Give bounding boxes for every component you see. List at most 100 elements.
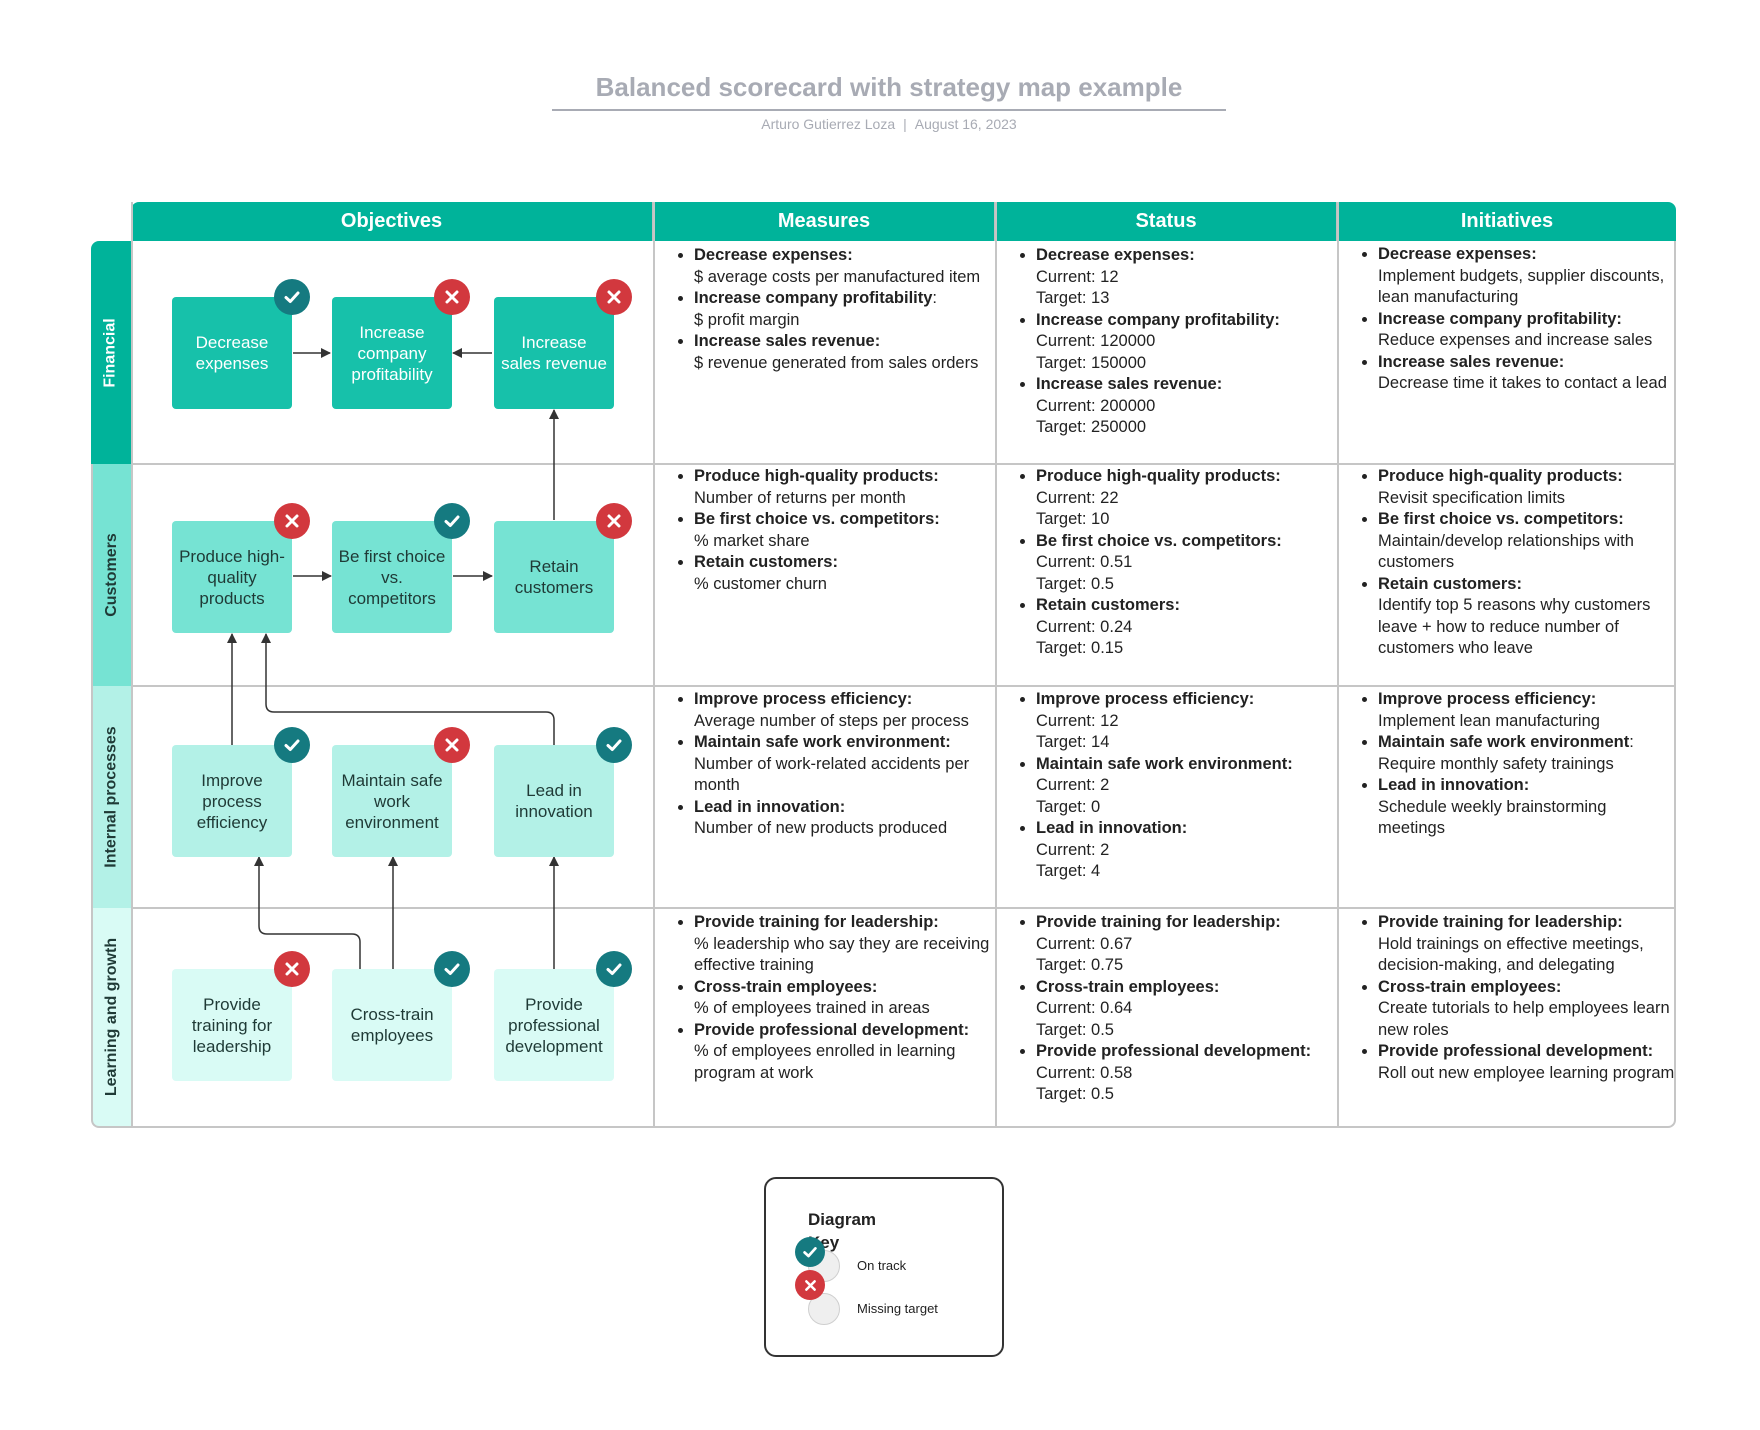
column-divider bbox=[131, 202, 133, 1128]
target-value: Target: 0.5 bbox=[1036, 574, 1114, 593]
target-value: Target: 250000 bbox=[1036, 418, 1147, 436]
status-customers: Produce high-quality products:Current: 2… bbox=[1011, 466, 1337, 660]
item-heading: Produce high-quality products: bbox=[1378, 467, 1623, 485]
list-item: Increase company profitability: Reduce ex… bbox=[1378, 309, 1675, 352]
list-item: Cross-train employees:Create tutorials t… bbox=[1378, 977, 1675, 1042]
objective-label: Decrease expenses bbox=[195, 333, 269, 373]
x-icon bbox=[804, 1279, 816, 1291]
objective-improve-process-efficiency[interactable]: Improve process efficiency bbox=[172, 745, 292, 857]
item-text: Reduce expenses and increase sales bbox=[1378, 331, 1653, 349]
item-heading: Retain customers: bbox=[1378, 574, 1522, 593]
on-track-badge bbox=[274, 279, 310, 315]
item-heading: Increase sales revenue: bbox=[694, 332, 881, 350]
list-item: Provide professional development:% of em… bbox=[694, 1020, 999, 1085]
objective-produce-high-quality-products[interactable]: Produce high-quality products bbox=[172, 521, 292, 633]
objective-increase-company-profitability[interactable]: Increase company profitability bbox=[332, 297, 452, 409]
objective-decrease-expenses[interactable]: Decrease expenses bbox=[172, 297, 292, 409]
key-label-on-track: On track bbox=[857, 1258, 907, 1273]
target-value: Target: 0.15 bbox=[1036, 639, 1124, 657]
item-heading: Be first choice vs. competitors: bbox=[1378, 510, 1624, 528]
item-heading: Be first choice vs. competitors: bbox=[694, 510, 940, 528]
item-text: Revisit specification limits bbox=[1378, 488, 1566, 507]
objective-provide-training-for-leadership[interactable]: Provide training for leadership bbox=[172, 969, 292, 1081]
page-title: Balanced scorecard with strategy map exa… bbox=[552, 72, 1226, 111]
target-value: Target: 14 bbox=[1036, 733, 1110, 751]
current-value: Current: 0.51 bbox=[1036, 553, 1133, 571]
list-item: Lead in innovation:Schedule weekly brain… bbox=[1378, 775, 1675, 840]
lane-learning-and-growth: Learning and growth bbox=[91, 908, 131, 1128]
objective-label: Improve process efficiency bbox=[196, 770, 268, 832]
lane-customers: Customers bbox=[91, 464, 131, 686]
objective-increase-sales-revenue[interactable]: Increase sales revenue bbox=[494, 297, 614, 409]
objective-maintain-safe-work-environment[interactable]: Maintain safe work environment bbox=[332, 745, 452, 857]
objective-label: Retain customers bbox=[514, 557, 594, 597]
lane-financial: Financial bbox=[91, 241, 131, 464]
item-text: Number of work-related accidents per mon… bbox=[694, 754, 970, 795]
column-divider bbox=[653, 202, 655, 1128]
item-heading: Decrease expenses: bbox=[694, 246, 853, 264]
item-text: Number of new products produced bbox=[694, 819, 948, 837]
list-item: Improve process efficiency:Implement lea… bbox=[1378, 689, 1675, 732]
list-item: Decrease expenses:Implement budgets, sup… bbox=[1378, 244, 1675, 309]
target-value: Target: 10 bbox=[1036, 510, 1110, 528]
current-value: Current: 2 bbox=[1036, 840, 1110, 859]
list-item: Produce high-quality products: Revisit sp… bbox=[1378, 466, 1675, 509]
initiatives-learning-and-growth: Provide training for leadership:Hold tra… bbox=[1353, 912, 1675, 1084]
missing-target-badge bbox=[274, 951, 310, 987]
current-value: Current: 0.64 bbox=[1036, 999, 1133, 1017]
item-heading: Increase company profitability: bbox=[1378, 309, 1622, 328]
list-item: Improve process efficiency:Current: 12Ta… bbox=[1036, 689, 1337, 754]
column-divider bbox=[1337, 202, 1339, 1128]
item-heading: Provide professional development: bbox=[1378, 1042, 1654, 1060]
measures-customers: Produce high-quality products:Number of … bbox=[669, 466, 999, 595]
item-heading: Maintain safe work environment: bbox=[694, 733, 951, 751]
target-value: Target: 0.5 bbox=[1036, 1085, 1114, 1103]
list-item: Decrease expenses: $ average costs per ma… bbox=[694, 245, 999, 288]
check-icon bbox=[444, 963, 460, 975]
item-heading: Cross-train employees: bbox=[694, 977, 878, 996]
check-icon bbox=[803, 1247, 817, 1258]
item-heading: Cross-train employees: bbox=[1036, 977, 1220, 996]
objective-be-first-choice[interactable]: Be first choice vs. competitors bbox=[332, 521, 452, 633]
author: Arturo Gutierrez Loza bbox=[761, 116, 896, 132]
initiatives-customers: Produce high-quality products: Revisit sp… bbox=[1353, 466, 1675, 660]
item-heading: Retain customers: bbox=[1036, 596, 1180, 614]
item-text: $ average costs per manufactured item bbox=[694, 267, 981, 286]
item-text: % leadership who say they are receiving … bbox=[694, 934, 990, 975]
objective-retain-customers[interactable]: Retain customers bbox=[494, 521, 614, 633]
item-text: % of employees trained in areas bbox=[694, 999, 930, 1017]
item-heading: Provide training for leadership: bbox=[694, 913, 939, 931]
status-internal-processes: Improve process efficiency:Current: 12Ta… bbox=[1011, 689, 1337, 883]
list-item: Maintain safe work environment: Number of… bbox=[694, 732, 999, 797]
row-divider bbox=[131, 685, 1676, 687]
item-text: Hold trainings on effective meetings, de… bbox=[1378, 934, 1644, 975]
objective-lead-in-innovation[interactable]: Lead in innovation bbox=[494, 745, 614, 857]
on-track-badge bbox=[434, 951, 470, 987]
item-text: % of employees enrolled in learning prog… bbox=[694, 1042, 956, 1082]
check-icon bbox=[606, 963, 622, 975]
list-item: Be first choice vs. competitors:% market… bbox=[694, 509, 999, 552]
on-track-badge bbox=[795, 1237, 825, 1267]
list-item: Be first choice vs. competitors:Maintain… bbox=[1378, 509, 1675, 574]
target-value: Target: 13 bbox=[1036, 289, 1110, 307]
objective-label: Provide training for leadership bbox=[191, 994, 273, 1056]
item-heading: Provide training for leadership: bbox=[1036, 913, 1281, 931]
target-value: Target: 0 bbox=[1036, 797, 1101, 816]
item-heading: Lead in innovation: bbox=[1378, 776, 1530, 794]
target-value: Target: 4 bbox=[1036, 862, 1101, 880]
measures-financial: Decrease expenses: $ average costs per ma… bbox=[669, 245, 999, 374]
list-item: Provide professional development:Current… bbox=[1036, 1041, 1337, 1106]
current-value: Current: 0.24 bbox=[1036, 617, 1133, 636]
list-item: Improve process efficiency:Average numbe… bbox=[694, 689, 999, 732]
objective-provide-professional-development[interactable]: Provide professional development bbox=[494, 969, 614, 1081]
key-label-missing-target: Missing target bbox=[857, 1301, 938, 1316]
objective-cross-train-employees[interactable]: Cross-train employees bbox=[332, 969, 452, 1081]
arrow-innovation-to-quality bbox=[261, 633, 555, 745]
objective-label: Increase sales revenue bbox=[501, 333, 607, 373]
list-item: Provide training for leadership:Hold tra… bbox=[1378, 912, 1675, 977]
column-header-status: Status bbox=[996, 202, 1338, 241]
check-icon bbox=[606, 739, 622, 751]
current-value: Current: 12 bbox=[1036, 711, 1119, 730]
measures-learning-and-growth: Provide training for leadership: % leader… bbox=[669, 912, 999, 1084]
